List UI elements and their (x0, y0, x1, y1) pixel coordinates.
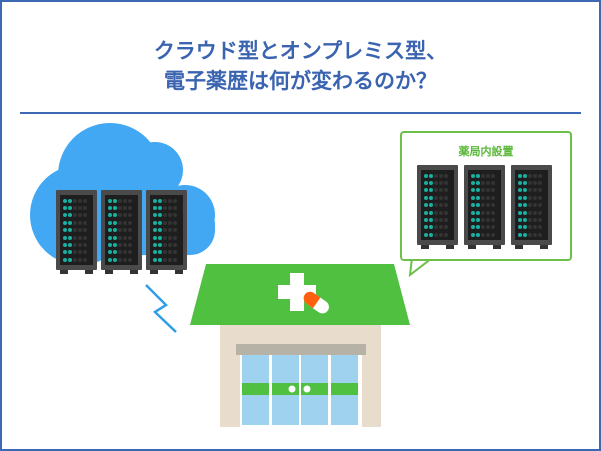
cloud-server-icon (101, 190, 142, 274)
title-line-2: 電子薬歴は何が変わるのか？ (164, 69, 437, 93)
page-title: クラウド型とオンプレミス型、 電子薬歴は何が変わるのか？ (0, 36, 601, 96)
pharmacy-building (190, 264, 410, 427)
onpremise-server-icon (464, 165, 505, 249)
cloud-server-icon (146, 190, 187, 274)
lightning-icon (145, 284, 177, 333)
cross-icon (278, 273, 316, 311)
capsule-icon (303, 291, 329, 314)
door-handle (288, 385, 296, 393)
door-handle (303, 385, 311, 393)
onpremise-server-icon (511, 165, 552, 249)
divider (20, 112, 581, 114)
awning (236, 344, 366, 355)
title-line-1: クラウド型とオンプレミス型、 (153, 39, 448, 63)
onpremise-server-icon (417, 165, 458, 249)
onpremise-label: 薬局内設置 (458, 145, 514, 158)
cloud-server-icon (56, 190, 97, 274)
